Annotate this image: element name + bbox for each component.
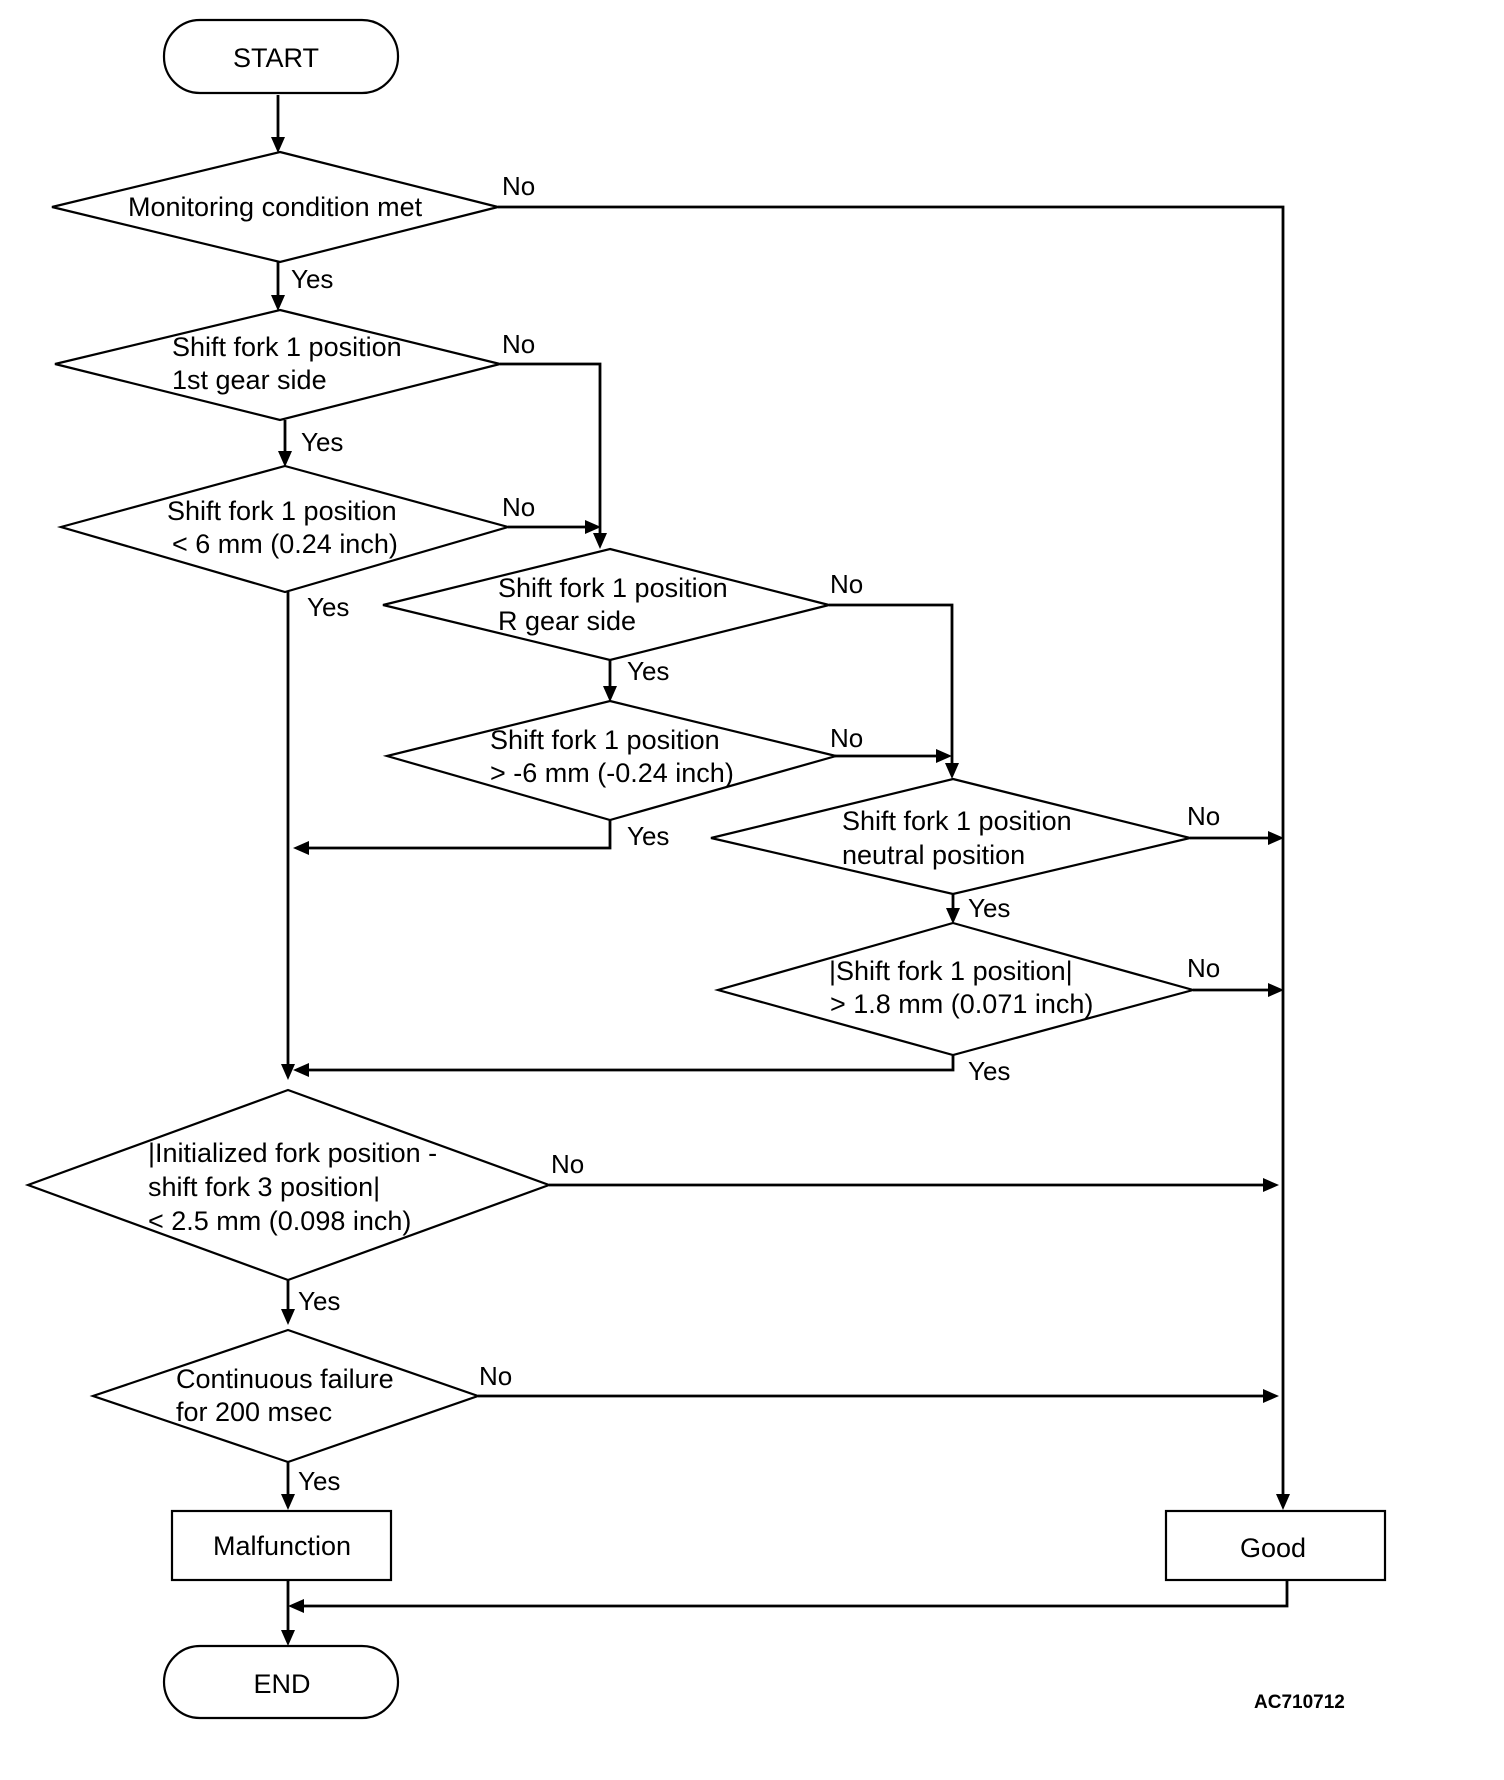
arrowhead-left [288,1599,304,1613]
decision-label: 1st gear side [172,365,327,395]
decision-lt-6mm: Shift fork 1 position < 6 mm (0.24 inch) [56,464,513,594]
decision-abs-position: |Shift fork 1 position| > 1.8 mm (0.071 … [713,921,1198,1057]
arrowhead-left [293,841,309,855]
process-label: Malfunction [213,1531,351,1561]
decision-label: shift fork 3 position| [148,1172,380,1202]
arrowhead-down [278,451,292,467]
decision-label: < 2.5 mm (0.098 inch) [148,1206,411,1236]
figure-code: AC710712 [1254,1692,1345,1713]
decision-label: > -6 mm (-0.24 inch) [490,758,734,788]
connector-gt-minus6-yes [307,820,612,850]
arrowhead-down [281,1064,295,1080]
decision-label: |Initialized fork position - [148,1138,437,1168]
arrowheads [271,137,1290,1646]
decision-first-gear-side: Shift fork 1 position 1st gear side [54,308,501,422]
decision-neutral-position: Shift fork 1 position neutral position [710,777,1191,896]
no-label: No [502,329,535,359]
decision-label: for 200 msec [176,1397,332,1427]
no-label: No [502,171,535,201]
decision-continuous-failure: Continuous failure for 200 msec [89,1328,482,1464]
no-label: No [479,1361,512,1391]
yes-label: Yes [301,427,343,457]
terminal-end: END [162,1644,400,1720]
decision-label: Monitoring condition met [128,192,423,222]
no-label: No [502,492,535,522]
decision-label: neutral position [842,840,1025,870]
process-good: Good [1164,1509,1387,1582]
arrowhead-down [593,533,607,549]
connector-good-end [303,1580,1289,1608]
yes-label: Yes [968,1056,1010,1086]
decision-label: |Shift fork 1 position| [829,956,1073,986]
no-label: No [1187,953,1220,983]
arrowhead-down [945,763,959,779]
decision-label: Shift fork 1 position [490,725,720,755]
connectors [276,95,1289,1632]
decision-label: Shift fork 1 position [498,573,728,603]
decision-label: < 6 mm (0.24 inch) [172,529,398,559]
terminal-start: START [162,18,400,95]
process-label: Good [1240,1533,1306,1563]
yes-label: Yes [291,264,333,294]
arrowhead-right [1263,1389,1279,1403]
decision-initialized-fork: |Initialized fork position - shift fork … [24,1088,553,1282]
decision-label: Shift fork 1 position [172,332,402,362]
arrowhead-down [281,1309,295,1325]
decision-monitoring: Monitoring condition met [51,150,499,264]
decision-gt-minus-6mm: Shift fork 1 position > -6 mm (-0.24 inc… [382,699,841,822]
arrowhead-down [603,686,617,702]
no-label: No [830,569,863,599]
decision-label: Shift fork 1 position [842,806,1072,836]
yes-label: Yes [627,821,669,851]
arrowhead-down [281,1630,295,1646]
arrowhead-left [293,1063,309,1077]
arrowhead-down [1276,1494,1290,1510]
decision-label: R gear side [498,606,636,636]
process-malfunction: Malfunction [170,1509,393,1582]
connector-r-gear-no [829,603,954,765]
connector-monitoring-no [498,205,1285,1496]
no-label: No [1187,801,1220,831]
arrowhead-right [1268,831,1284,845]
arrowhead-right [936,749,952,763]
yes-label: Yes [298,1286,340,1316]
arrowhead-down [281,1494,295,1510]
arrowhead-down [271,295,285,311]
terminal-end-label: END [253,1669,310,1699]
terminal-start-label: START [233,43,319,73]
yes-label: Yes [627,656,669,686]
connector-first-gear-no [500,362,602,535]
branch-labels: No Yes No Yes No Yes No Yes No Yes No Ye… [291,171,1220,1496]
connector-abs-yes [307,1055,955,1072]
no-label: No [830,723,863,753]
yes-label: Yes [968,893,1010,923]
decision-label: > 1.8 mm (0.071 inch) [830,989,1093,1019]
arrowhead-down [946,908,960,924]
decision-label: Shift fork 1 position [167,496,397,526]
arrowhead-down [271,137,285,153]
arrowhead-right [1268,983,1284,997]
yes-label: Yes [307,592,349,622]
decision-r-gear-side: Shift fork 1 position R gear side [382,547,830,662]
yes-label: Yes [298,1466,340,1496]
decision-label: Continuous failure [176,1364,394,1394]
arrowhead-right [585,520,601,534]
no-label: No [551,1149,584,1179]
arrowhead-right [1263,1178,1279,1192]
